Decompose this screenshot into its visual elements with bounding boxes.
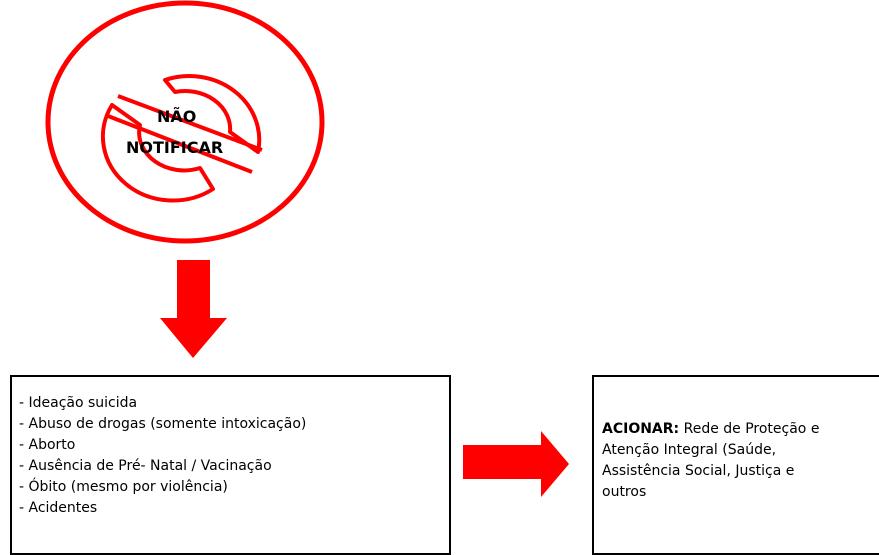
sign-label-line-2: NOTIFICAR [126,138,224,157]
list-item: - Óbito (mesmo por violência) [19,479,228,495]
action-line-4: outros [602,484,647,500]
list-item: - Aborto [19,437,76,453]
list-item: - Abuso de drogas (somente intoxicação) [19,416,307,432]
action-line-1-text: Rede de Proteção e [679,421,820,437]
action-line-3: Assistência Social, Justiça e [602,463,795,479]
list-item: - Acidentes [19,500,98,516]
list-item: - Ausência de Pré- Natal / Vacinação [19,458,272,474]
action-line-1: ACIONAR: Rede de Proteção e [602,419,879,440]
action-label: ACIONAR: [602,421,680,437]
non-notifiable-cases-box: - Ideação suicida - Abuso de drogas (som… [10,375,451,555]
action-line-2: Atenção Integral (Saúde, [602,442,777,458]
sign-label-line-1: NÃO [157,107,197,126]
down-arrow-icon [160,260,227,358]
action-box: ACIONAR: Rede de Proteção e Atenção Inte… [592,375,879,555]
right-arrow-icon [463,431,569,497]
list-item: - Ideação suicida [19,395,138,411]
